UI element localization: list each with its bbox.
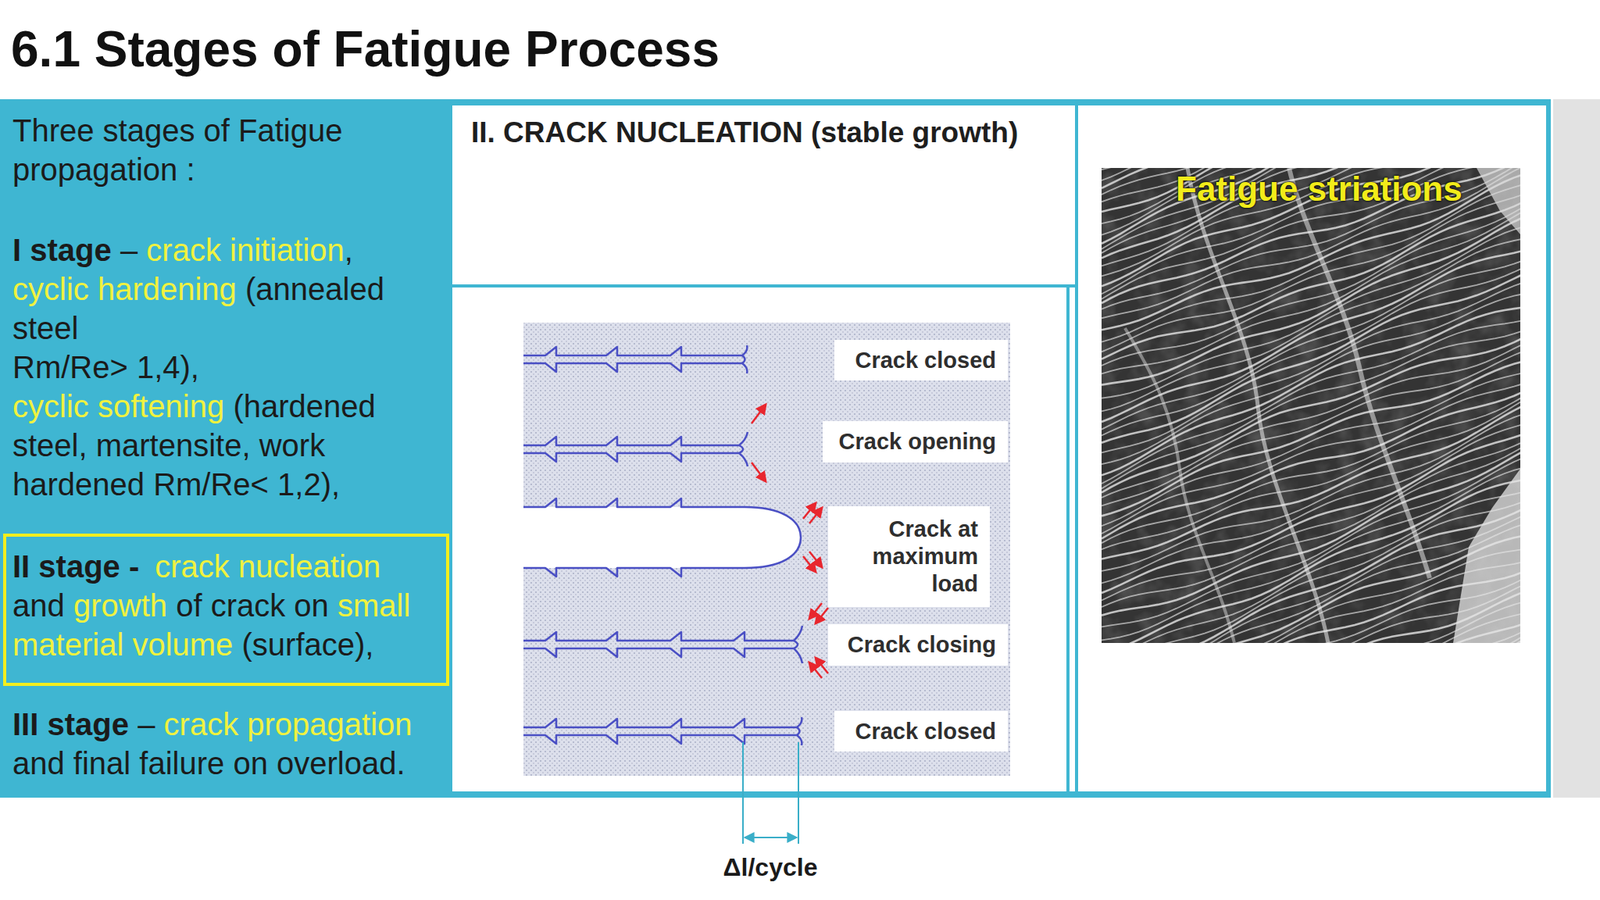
text-block: II stage - crack nucleation andgrowthof cr… xyxy=(12,546,441,665)
body-text: – xyxy=(137,707,155,742)
text-block: I stage–crack initiation, cyclic hardenin… xyxy=(12,230,443,504)
state-label: Crack closed xyxy=(834,339,1008,381)
panel-heading: II. CRACK NUCLEATION (stable growth) xyxy=(471,116,1018,150)
body-text: Rm/Re> 1,4), xyxy=(12,350,200,385)
stage-label: I stage xyxy=(12,232,112,268)
text-block: III stage–crack propagation and final fai… xyxy=(12,704,443,783)
diagram-panel: II. CRACK NUCLEATION (stable growth) Crac… xyxy=(452,105,1075,792)
state-label: Crack at maximum load xyxy=(828,506,990,608)
stage-label: II stage - xyxy=(12,549,140,584)
highlight-text: crack nucleation xyxy=(154,549,381,584)
highlight-text: growth xyxy=(73,588,168,623)
state-label: Crack closing xyxy=(828,624,1008,666)
body-text: , xyxy=(344,232,354,268)
body-text: Three stages of Fatigue propagation : xyxy=(12,113,343,187)
image-caption: Fatigue striations xyxy=(1175,169,1463,209)
side-strip xyxy=(1553,99,1600,798)
dimension-line xyxy=(744,836,797,839)
slide-title: 6.1 Stages of Fatigue Process xyxy=(10,24,720,75)
micrograph: Fatigue striations xyxy=(1101,167,1521,643)
highlight-box: II stage - crack nucleation andgrowthof cr… xyxy=(3,533,450,686)
state-text: Crack closed xyxy=(854,346,997,375)
state-text: Crack closing xyxy=(847,631,997,659)
body-text: and final failure on overload. xyxy=(12,746,406,781)
state-text: Crack at maximum load xyxy=(835,515,979,598)
state-label: Crack opening xyxy=(822,421,1008,463)
state-label: Crack closed xyxy=(834,710,1008,752)
state-text: Crack closed xyxy=(854,717,997,746)
highlight-text: crack propagation xyxy=(164,707,413,742)
state-text: Crack opening xyxy=(839,428,997,456)
body-text: (surface), xyxy=(242,627,375,662)
body-text: – xyxy=(120,232,138,268)
highlight-text: crack initiation xyxy=(146,232,344,268)
body-text: and xyxy=(12,588,65,623)
stage-label: III stage xyxy=(12,707,129,742)
body-text: of crack on xyxy=(175,588,329,623)
text-block: Three stages of Fatigue propagation : xyxy=(12,110,443,190)
teal-panel: Three stages of Fatigue propagation : I s… xyxy=(0,99,1551,798)
highlight-text: cyclic hardening xyxy=(12,271,237,307)
dimension-label: Δl/cycle xyxy=(707,853,833,883)
highlight-text: cyclic softening xyxy=(12,389,225,424)
